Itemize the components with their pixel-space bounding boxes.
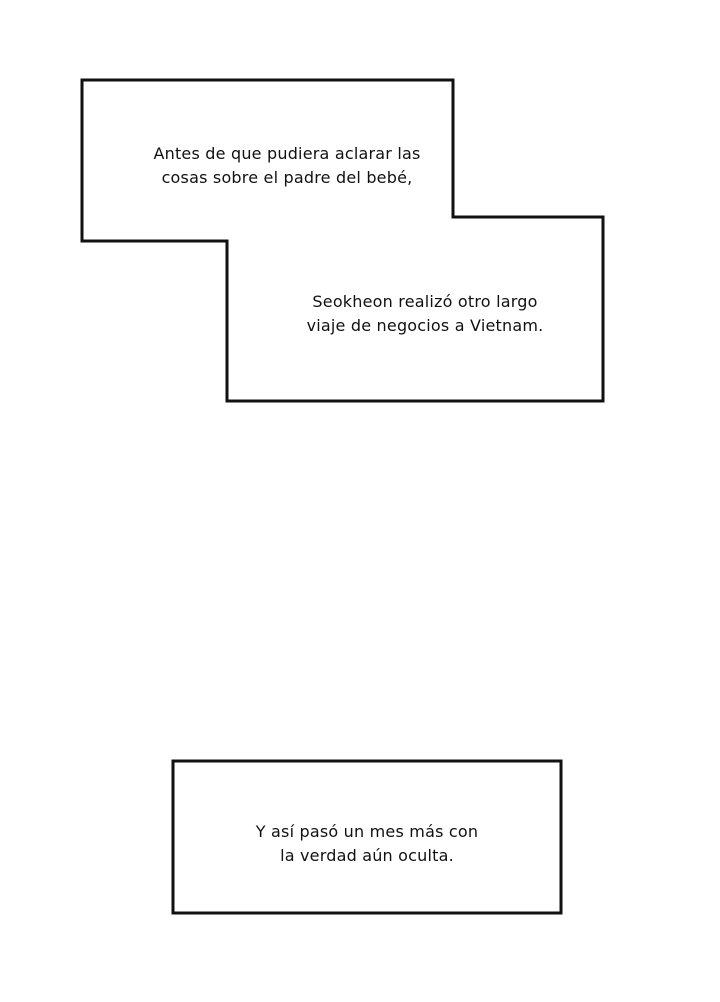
- caption-middle-line-1: Seokheon realizó otro largo: [312, 292, 538, 311]
- caption-bottom-line-1: Y así pasó un mes más con: [255, 822, 479, 841]
- caption-top-line-1: Antes de que pudiera aclarar las: [153, 144, 421, 163]
- caption-bottom-line-2: la verdad aún oculta.: [280, 846, 454, 865]
- caption-bottom: Y así pasó un mes más con la verdad aún …: [174, 820, 560, 868]
- caption-top-line-2: cosas sobre el padre del bebé,: [161, 168, 413, 187]
- stepped-caption-box: [80, 78, 605, 403]
- caption-middle: Seokheon realizó otro largo viaje de neg…: [270, 290, 580, 338]
- caption-middle-line-2: viaje de negocios a Vietnam.: [306, 316, 544, 335]
- bottom-caption-box: [171, 759, 563, 915]
- caption-top: Antes de que pudiera aclarar las cosas s…: [100, 142, 474, 190]
